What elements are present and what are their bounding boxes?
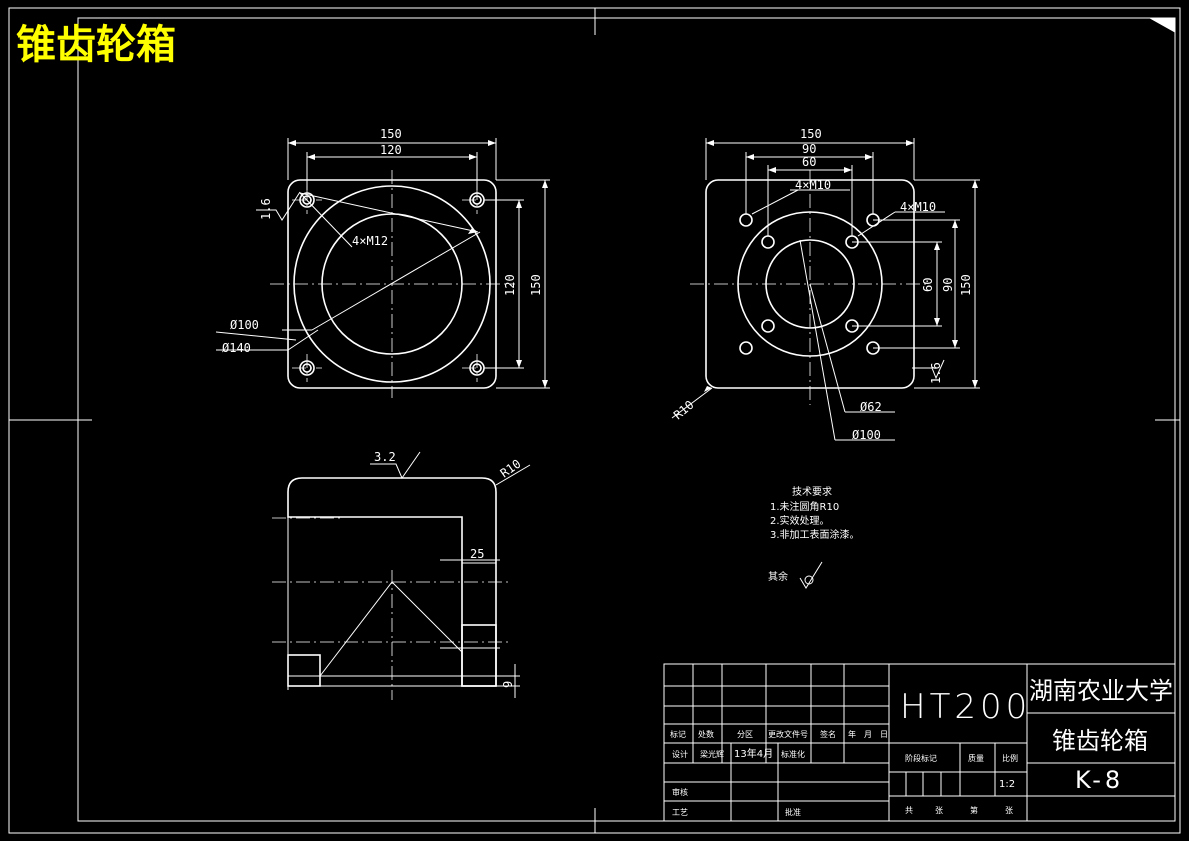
tb-label-count: 处数 <box>698 729 714 739</box>
tech-item-2: 2.实效处理。 <box>770 514 830 527</box>
roughness-3-2: 3.2 <box>374 450 396 464</box>
tb-review-label: 审核 <box>672 787 688 797</box>
note-4xm12: 4×M12 <box>352 234 388 248</box>
dim-dia-100-2: Ø100 <box>852 428 881 442</box>
dim-wall-25: 25 <box>470 547 484 561</box>
tb-label-change-doc: 更改文件号 <box>768 729 808 739</box>
section-base-left <box>287 654 321 687</box>
tb-label-mark: 标记 <box>670 729 686 739</box>
tb-label-zone: 分区 <box>737 730 753 739</box>
tb-stage-label: 阶段标记 <box>905 753 937 763</box>
tb-school: 湖南农业大学 <box>1029 677 1173 705</box>
roughness-1-6: 1.6 <box>259 198 273 220</box>
rest-roughness-icon <box>799 561 823 589</box>
tb-label-day: 日 <box>880 730 888 739</box>
note-4xm10-b: 4×M10 <box>900 200 936 214</box>
arrowheads <box>288 140 548 388</box>
tb-sheets-total: 共 <box>905 806 913 815</box>
section-base-right <box>461 624 497 687</box>
tb-label-month: 月 <box>864 730 872 739</box>
dim-dia-140: Ø140 <box>222 341 251 355</box>
tech-item-1: 1.未注圆角R10 <box>770 500 839 513</box>
dim-60-w: 60 <box>802 155 816 169</box>
tb-design-label: 设计 <box>672 749 688 759</box>
tb-weight-label: 质量 <box>968 753 984 763</box>
tech-heading: 技术要求 <box>792 485 832 498</box>
tb-designer: 梁光辉 <box>700 749 724 759</box>
dim-150-w-2: 150 <box>800 127 822 141</box>
tb-label-year: 年 <box>848 729 856 739</box>
note-4xm10-a: 4×M10 <box>795 178 831 192</box>
tb-part-name: 锥齿轮箱 <box>1052 727 1148 755</box>
tech-notes: 技术要求 1.未注圆角R10 2.实效处理。 3.非加工表面涂漆。 其余 <box>768 485 860 589</box>
dim-150-h-2: 150 <box>959 274 973 296</box>
centerlines-2 <box>690 170 930 405</box>
tb-sheet-no: 第 <box>970 805 978 815</box>
centering-marks <box>9 8 1180 833</box>
radius-r10: R10 <box>671 398 697 423</box>
dim-dia-100: Ø100 <box>230 318 259 332</box>
tb-std-label: 标准化 <box>781 749 805 759</box>
dim-150-h: 150 <box>529 274 543 296</box>
tb-sheets-unit-2: 张 <box>1005 806 1013 815</box>
drawing-title: 锥齿轮箱 <box>16 22 176 68</box>
top-view: 150 120 150 120 4×M12 Ø100 Ø140 1.6 <box>215 127 550 398</box>
dim-150-w: 150 <box>380 127 402 141</box>
dim-90-w: 90 <box>802 142 816 156</box>
dim-120-h: 120 <box>503 274 517 296</box>
tb-approve-label: 批准 <box>785 807 801 817</box>
tb-process-label: 工艺 <box>672 808 688 817</box>
tb-label-sign: 签名 <box>820 729 836 739</box>
dim-120-w: 120 <box>380 143 402 157</box>
section-view: 3.2 R10 25 9 <box>272 450 531 700</box>
section-radius: R10 <box>498 457 524 481</box>
arrowheads-2 <box>704 140 978 392</box>
roughness-1-6-b: 1.6 <box>929 362 943 384</box>
dim-90-h: 90 <box>941 278 955 292</box>
rest-label: 其余 <box>768 570 788 583</box>
tb-scale-label: 比例 <box>1002 753 1018 763</box>
dim-base-9: 9 <box>501 681 515 688</box>
tb-material: HT200 <box>900 687 1031 727</box>
dim-60-h: 60 <box>921 278 935 292</box>
tb-scale: 1:2 <box>999 779 1015 790</box>
section-wall-hatched <box>287 477 497 687</box>
dim-dia-62: Ø62 <box>860 400 882 414</box>
title-block: 标记 处数 分区 更改文件号 签名 年 月 日 设计 梁光辉 13年4月 标准化… <box>663 663 1176 822</box>
tech-item-3: 3.非加工表面涂漆。 <box>770 528 860 541</box>
tb-date: 13年4月 <box>734 747 773 760</box>
tb-sheets-unit-1: 张 <box>935 806 943 815</box>
tb-drawing-no: K-8 <box>1075 766 1124 794</box>
bottom-view: 150 90 60 4×M10 4×M10 150 90 60 Ø62 Ø100… <box>671 127 980 442</box>
